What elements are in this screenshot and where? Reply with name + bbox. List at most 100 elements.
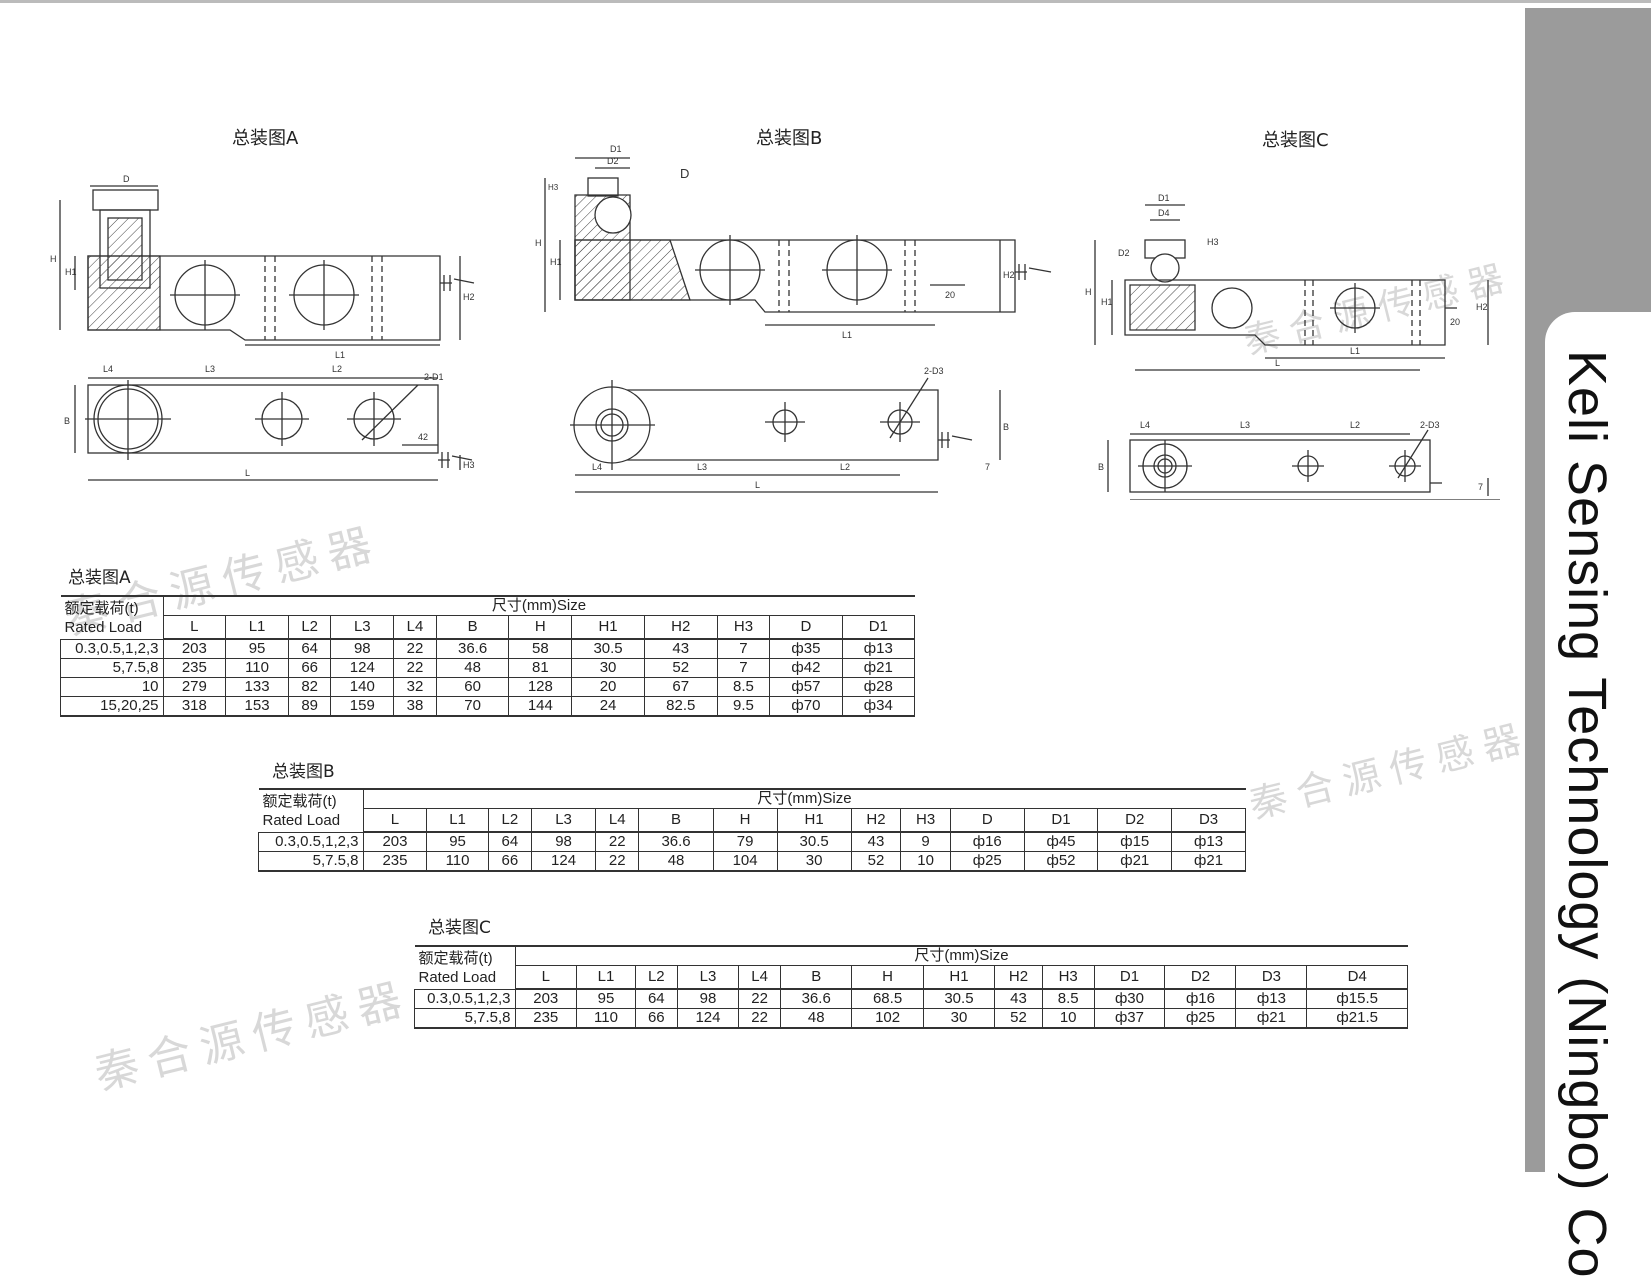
column-header: H [508, 615, 573, 640]
column-header: L2 [487, 808, 533, 833]
value-cell: 81 [508, 658, 573, 678]
drawing-b-top-view: 2-D3 B 7 L4 L3 L2 L [570, 366, 1009, 493]
value-cell: 66 [287, 658, 332, 678]
assembly-drawings: D H H1 H2 L1 L4 L3 L2 2-D1 B 42 L H3 [50, 144, 1500, 500]
value-cell: ф52 [1023, 851, 1099, 872]
value-cell: ф45 [1023, 831, 1099, 852]
drawing-a-side-view: D H H1 H2 L1 [50, 174, 475, 360]
value-cell: 124 [676, 1008, 740, 1029]
load-label-en: Rated Load [418, 968, 497, 986]
value-cell: 70 [435, 696, 510, 717]
dim-label: D2 [1118, 248, 1130, 258]
column-header: D1 [841, 615, 916, 640]
value-cell: 10 [900, 851, 951, 872]
dim-label: H1 [1101, 297, 1113, 307]
dim-label: 7 [985, 462, 990, 472]
value-cell: 58 [508, 638, 573, 659]
value-cell: 203 [162, 638, 227, 659]
drawing-c-top-view: L4 L3 L2 2-D3 B 7 [1098, 420, 1500, 500]
column-header: L2 [634, 965, 678, 990]
column-header: B [780, 965, 853, 990]
column-header: H [851, 965, 924, 990]
dim-label: L3 [697, 462, 707, 472]
size-header: 尺寸(mm)Size [515, 945, 1408, 966]
value-cell: ф15 [1097, 831, 1173, 852]
load-label-cn: 额定载荷(t) [64, 599, 139, 617]
value-cell: ф30 [1093, 988, 1166, 1009]
value-cell: 30 [922, 1008, 996, 1029]
value-cell: 30.5 [922, 988, 996, 1009]
value-cell: 124 [330, 658, 395, 678]
value-cell: ф25 [1164, 1008, 1237, 1029]
table-title-c: 总装图C [428, 918, 491, 938]
value-cell: 48 [435, 658, 510, 678]
value-cell: 30.5 [776, 831, 852, 852]
value-cell: 22 [738, 988, 782, 1009]
dim-label: H [50, 254, 57, 264]
value-cell: 60 [435, 677, 510, 697]
value-cell: 30.5 [571, 638, 645, 659]
load-cell: 15,20,25 [60, 696, 164, 717]
dim-label: L [1275, 358, 1280, 368]
value-cell: 82.5 [643, 696, 718, 717]
value-cell: 24 [571, 696, 645, 717]
column-header: L1 [426, 808, 489, 833]
value-cell: 95 [225, 638, 289, 659]
dim-label: H2 [1476, 302, 1488, 312]
value-cell: ф28 [841, 677, 916, 697]
dim-label: L4 [592, 462, 602, 472]
value-cell: ф21 [1171, 851, 1246, 872]
value-cell: 36.6 [780, 988, 853, 1009]
value-cell: ф15.5 [1306, 988, 1408, 1009]
load-cell: 0.3,0.5,1,2,3 [60, 638, 164, 659]
value-cell: ф16 [949, 831, 1025, 852]
value-cell: ф13 [1235, 988, 1308, 1009]
dim-label: H3 [463, 460, 475, 470]
value-cell: 52 [994, 1008, 1043, 1029]
column-header: D [949, 808, 1025, 833]
column-header: B [638, 808, 714, 833]
column-header: H1 [922, 965, 996, 990]
value-cell: ф21 [1097, 851, 1173, 872]
column-header: L3 [330, 615, 395, 640]
load-header: 额定载荷(t) Rated Load [60, 595, 164, 640]
value-cell: 159 [330, 696, 395, 717]
drawing-c-side-view: D1 D4 H3 D2 H H1 H2 20 L1 L [1085, 193, 1489, 371]
dim-label: H2 [1003, 270, 1015, 280]
value-cell: 140 [330, 677, 395, 697]
value-cell: 235 [162, 658, 227, 678]
load-label-cn: 额定载荷(t) [418, 949, 493, 967]
dim-label: B [1003, 422, 1009, 432]
value-cell: 22 [393, 658, 437, 678]
column-header: L1 [576, 965, 636, 990]
value-cell: ф25 [949, 851, 1025, 872]
value-cell: 36.6 [638, 831, 714, 852]
value-cell: 7 [716, 658, 771, 678]
dim-label: H1 [550, 257, 562, 267]
size-header: 尺寸(mm)Size [163, 595, 915, 616]
value-cell: 68.5 [851, 988, 924, 1009]
value-cell: 36.6 [435, 638, 510, 659]
dim-label: H [1085, 287, 1092, 297]
column-header: L4 [738, 965, 782, 990]
column-header: D2 [1097, 808, 1173, 833]
column-header: L [514, 965, 578, 990]
value-cell: 43 [643, 638, 718, 659]
value-cell: 7 [716, 638, 771, 659]
dim-label: L4 [1140, 420, 1150, 430]
value-cell: 22 [393, 638, 437, 659]
value-cell: 144 [508, 696, 573, 717]
company-name: Keli Sensing Technology (Ningbo) Co [1557, 350, 1617, 1279]
watermark: 秦合源传感器 [1244, 714, 1535, 828]
value-cell: 153 [225, 696, 289, 717]
value-cell: 82 [287, 677, 332, 697]
column-header: H3 [1041, 965, 1095, 990]
load-label-cn: 额定载荷(t) [262, 792, 337, 810]
column-header: L1 [225, 615, 289, 640]
value-cell: 203 [362, 831, 428, 852]
